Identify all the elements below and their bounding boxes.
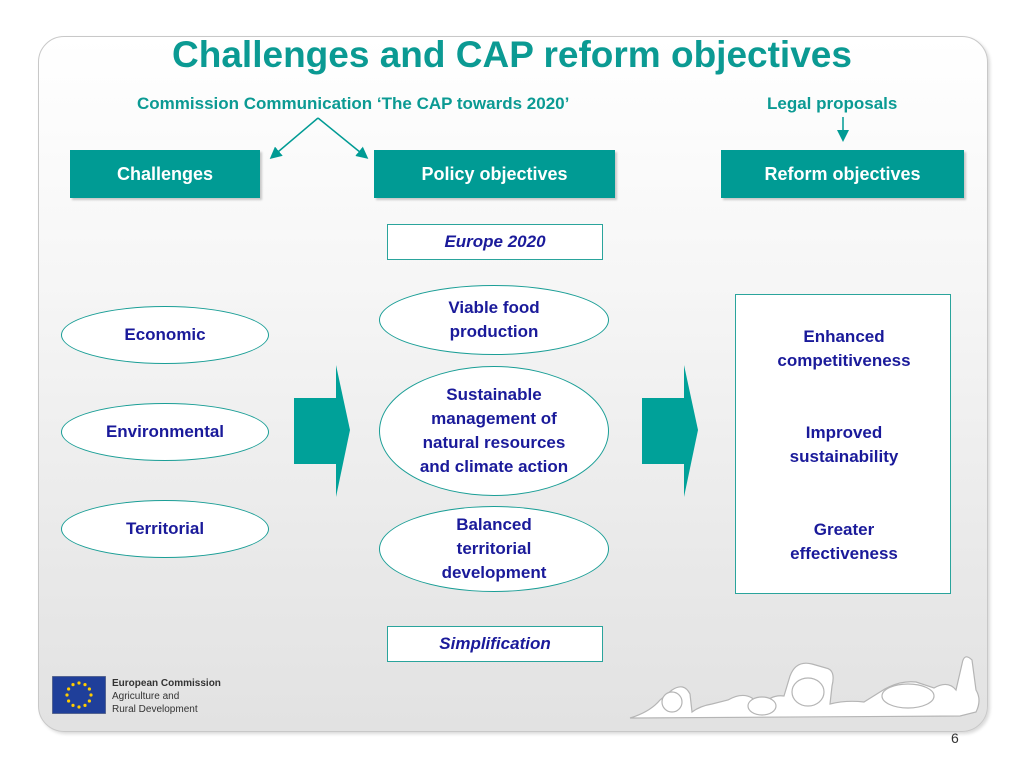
eu-star (67, 687, 71, 691)
policy-line: production (449, 322, 539, 341)
block-arrow-right (642, 365, 698, 497)
block-arrow-left (294, 365, 350, 497)
ec-org-name: European Commission (112, 678, 221, 689)
eu-star (71, 703, 75, 707)
eu-star (83, 683, 87, 687)
reform-line: Greater (813, 520, 875, 539)
reform-greater-effectiveness: Greater effectiveness (736, 518, 952, 566)
policy-line: natural resources (422, 433, 566, 452)
eu-star (83, 703, 87, 707)
policy-balanced-territorial-development: Balanced territorial development (379, 506, 609, 592)
reform-improved-sustainability: Improved sustainability (736, 421, 952, 469)
policy-line: territorial (456, 539, 532, 558)
reform-objectives-box: Enhanced competitiveness Improved sustai… (735, 294, 951, 594)
challenge-label: Environmental (105, 422, 225, 441)
legal-proposals-subhead: Legal proposals (767, 94, 898, 113)
eu-star (87, 699, 91, 703)
farm-animals-icon (629, 656, 980, 719)
eu-star (77, 705, 81, 709)
policy-sustainable-management: Sustainable management of natural resour… (379, 366, 609, 496)
challenge-territorial: Territorial (61, 500, 269, 558)
simplification-frame: Simplification (387, 626, 603, 662)
challenge-economic: Economic (61, 306, 269, 364)
eu-star (65, 693, 69, 697)
slide-title: Challenges and CAP reform objectives (172, 34, 852, 75)
split-arrow-right (317, 117, 369, 159)
policy-viable-food-production: Viable food production (379, 285, 609, 355)
split-arrow-left (269, 117, 319, 159)
policy-line: Sustainable (446, 385, 542, 404)
eu-star (71, 683, 75, 687)
policy-line: Balanced (456, 515, 532, 534)
challenge-environmental: Environmental (61, 403, 269, 461)
communication-subhead: Commission Communication ‘The CAP toward… (137, 94, 570, 113)
policy-line: development (441, 563, 547, 582)
ec-dept-line1: Agriculture and (112, 691, 180, 702)
challenge-label: Territorial (125, 519, 205, 538)
eu-star (87, 687, 91, 691)
page-number: 6 (951, 730, 959, 746)
policy-objectives-header: Policy objectives (374, 150, 615, 198)
europe-2020-frame: Europe 2020 (387, 224, 603, 260)
challenge-label: Economic (124, 325, 206, 344)
reform-line: competitiveness (777, 351, 911, 370)
eu-star (67, 699, 71, 703)
eu-flag-icon (52, 676, 106, 714)
reform-line: Enhanced (803, 327, 885, 346)
policy-line: management of (431, 409, 557, 428)
policy-line: Viable food (448, 298, 540, 317)
policy-line: and climate action (419, 457, 569, 476)
reform-line: sustainability (789, 447, 899, 466)
challenges-header: Challenges (70, 150, 260, 198)
ec-dept-line2: Rural Development (112, 704, 198, 715)
eu-star (77, 681, 81, 685)
eu-star (89, 693, 93, 697)
ec-footer-text: European Commission Agriculture and Rura… (112, 677, 221, 716)
reform-objectives-header: Reform objectives (721, 150, 964, 198)
reform-line: effectiveness (790, 544, 898, 563)
reform-line: Improved (805, 423, 883, 442)
reform-enhanced-competitiveness: Enhanced competitiveness (736, 325, 952, 373)
